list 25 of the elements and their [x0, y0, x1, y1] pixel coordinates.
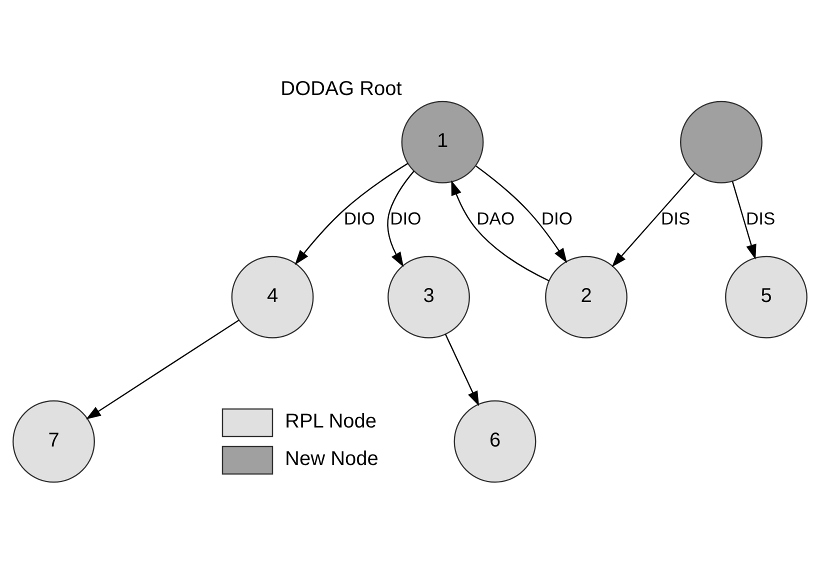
node-circle — [680, 100, 762, 184]
arrow — [451, 180, 550, 282]
node-circle: 5 — [725, 256, 808, 338]
edge-label: DAO — [476, 208, 515, 228]
node-circle: 4 — [231, 256, 314, 338]
arrow — [476, 166, 568, 264]
arrow — [86, 320, 240, 420]
edge-label: DIS — [661, 208, 690, 228]
legend-label: RPL Node — [285, 410, 377, 432]
edge-label: DIO — [344, 208, 375, 228]
node-circle: 6 — [454, 400, 536, 483]
legend-label: New Node — [285, 448, 378, 470]
node-label: DODAG Root — [280, 78, 402, 100]
node-circle: 7 — [12, 400, 95, 483]
node-circle: 2 — [545, 256, 628, 338]
arrow — [387, 170, 414, 268]
node-circle: 1 — [401, 100, 484, 184]
arrow — [444, 334, 480, 406]
edge-label: DIS — [746, 208, 776, 228]
edge-label: DIO — [541, 208, 572, 228]
arrow — [612, 172, 696, 268]
edge-label: DIO — [390, 208, 422, 228]
arrow — [732, 181, 756, 260]
arrow — [294, 162, 408, 265]
node-circle: 3 — [388, 256, 470, 338]
